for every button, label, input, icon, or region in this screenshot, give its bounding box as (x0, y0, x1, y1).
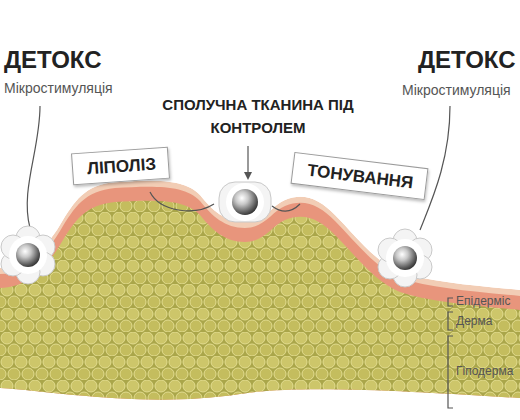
text-label: Епідерміс (456, 294, 510, 308)
text-label: ДЕТОКС (4, 46, 102, 74)
callout-text: ТОНУВАННЯ (306, 161, 413, 194)
text-label: ДЕТОКС (418, 46, 516, 74)
text-label: СПОЛУЧНА ТКАНИНА ПІД КОНТРОЛЕМ (148, 94, 368, 139)
text-label: Дерма (456, 314, 492, 328)
text-label: Гіподерма (456, 364, 513, 378)
text-label: Мікростимуляція (4, 80, 113, 96)
callout-box: ТОНУВАННЯ (291, 152, 429, 200)
callout-box: ЛІПОЛІЗ (71, 147, 170, 186)
callout-text: ЛІПОЛІЗ (86, 155, 154, 180)
text-label: Мікростимуляція (402, 82, 511, 98)
